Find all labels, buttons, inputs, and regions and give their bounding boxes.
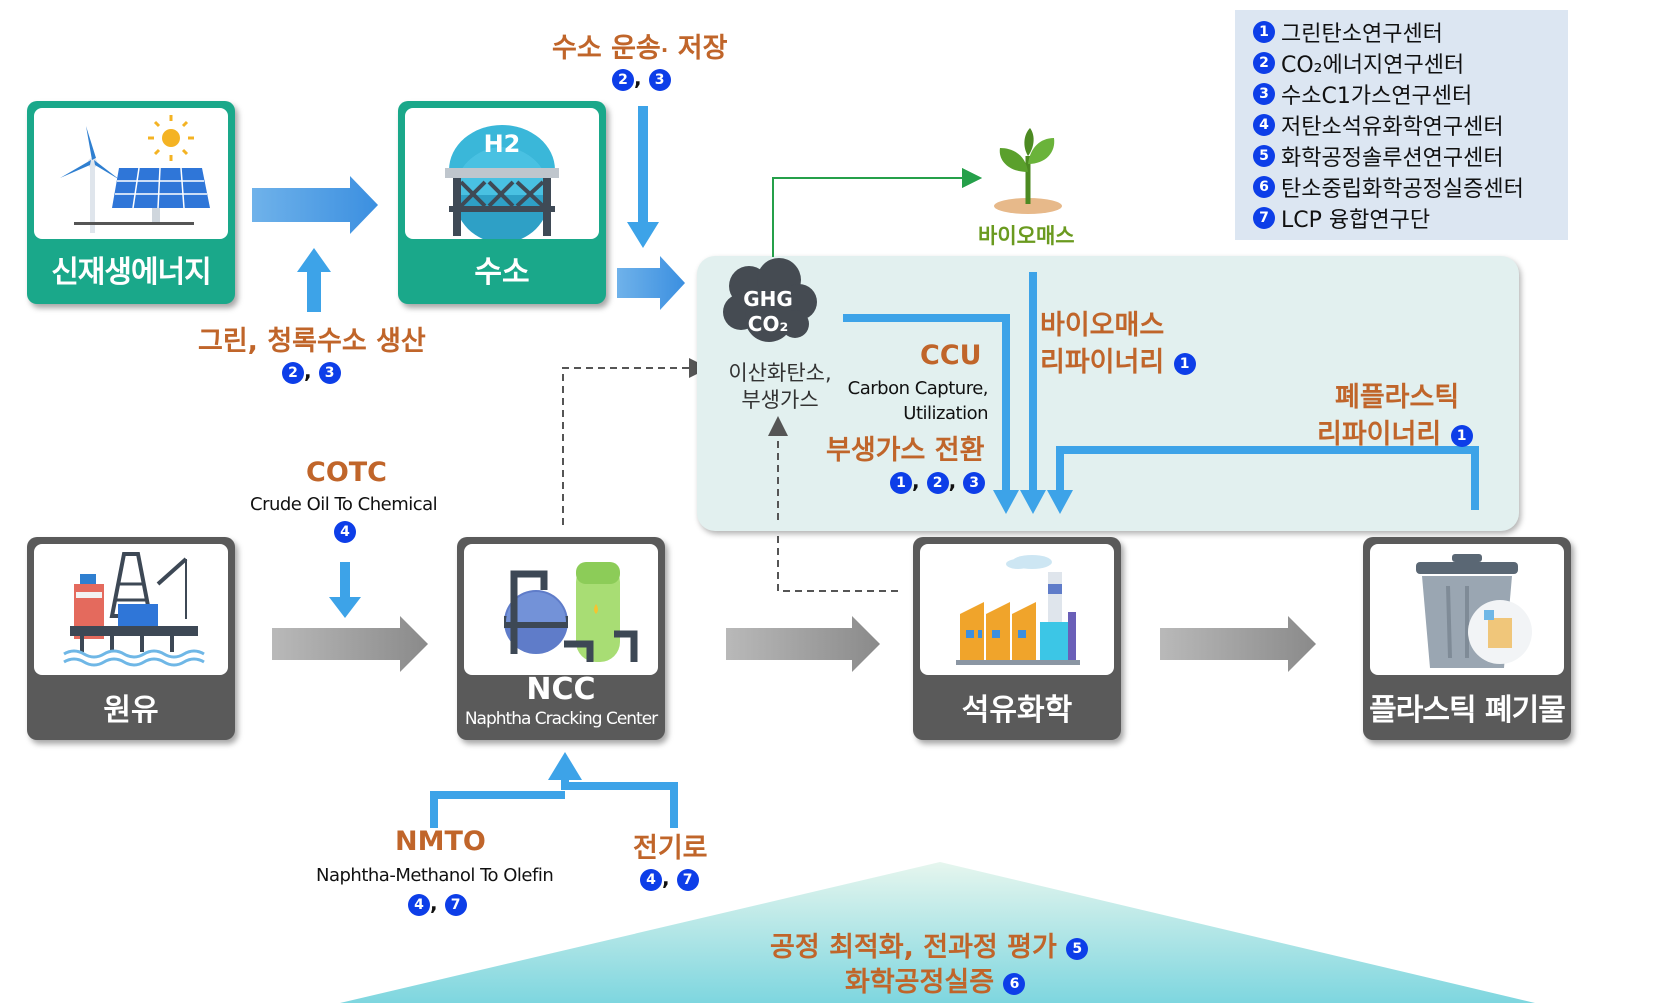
cotc-sublabel: Crude Oil To Chemical <box>250 494 438 515</box>
nmto-badges: 4, 7 <box>408 891 467 916</box>
renewable-energy-box: 신재생에너지 <box>27 101 235 304</box>
dashed-ncc-to-co2 <box>562 358 709 525</box>
green-blue-h2-label: 그린, 청록수소 생산 <box>198 326 426 357</box>
chem-demo-label: 화학공정실증 6 <box>845 960 1026 999</box>
ghg-text: GHG <box>743 287 793 311</box>
renewable-illustration <box>34 108 228 239</box>
petrochemical-label: 석유화학 <box>961 693 1073 728</box>
nmto-label: NMTO <box>395 826 486 857</box>
svg-text:H2: H2 <box>484 130 521 158</box>
ncc-feed-lines <box>430 780 678 828</box>
crude-oil-label: 원유 <box>103 693 159 728</box>
co2-byproduct-label-2: 부생가스 <box>741 388 819 412</box>
co2-text: CO₂ <box>747 312 789 336</box>
biomass-label: 바이오매스 <box>978 224 1075 248</box>
process-optimization-label: 공정 최적화, 전과정 평가 5 <box>770 925 1089 964</box>
h2-transport-storage-label: 수소 운송· 저장 <box>552 33 728 64</box>
ccu-sub-1: Carbon Capture, <box>847 378 989 399</box>
co2-byproduct-label-1: 이산화탄소, <box>728 361 832 385</box>
plastic-waste-box: 플라스틱 폐기물 <box>1363 537 1571 740</box>
arrow-petrochem-to-plastic <box>1160 616 1316 672</box>
biomass-sprout-icon <box>994 128 1062 214</box>
arrow-renewable-to-hydrogen <box>252 176 378 234</box>
nmto-sublabel: Naphtha-Methanol To Olefin <box>316 865 554 886</box>
ncc-label: NCC <box>526 672 596 707</box>
ncc-box: NCC Naphtha Cracking Center <box>457 537 665 740</box>
hydrogen-tank-illustration: H2 <box>405 108 599 239</box>
cracker-illustration <box>464 544 658 675</box>
green-blue-h2-badges: 2, 3 <box>282 359 341 384</box>
renewable-energy-label: 신재생에너지 <box>51 255 212 290</box>
arrow-ncc-to-petrochem <box>726 616 880 672</box>
bio-refinery-label-1: 바이오매스 <box>1040 310 1165 341</box>
byproduct-conversion-label: 부생가스 전환 <box>826 435 985 466</box>
plastic-refinery-label-1: 폐플라스틱 <box>1335 382 1460 413</box>
ncc-sublabel: Naphtha Cracking Center <box>464 709 658 729</box>
electric-furnace-badges: 4, 7 <box>640 866 699 891</box>
ccu-label: CCU <box>920 340 982 371</box>
petrochemical-box: 석유화학 <box>913 537 1121 740</box>
plastic-refinery-label-2: 리파이너리 1 <box>1317 412 1473 451</box>
ghg-cloud-icon <box>723 258 817 342</box>
trash-can-illustration <box>1370 544 1564 675</box>
arrow-crude-to-ncc <box>272 616 428 672</box>
oil-rig-illustration <box>34 544 228 675</box>
arrow-hydrogen-to-ghg <box>617 256 685 310</box>
cotc-badge: 4 <box>334 521 356 543</box>
arrow-h2-production-up <box>297 248 331 312</box>
byproduct-badges: 1, 2, 3 <box>890 469 986 494</box>
arrow-h2-transport-down <box>627 106 659 248</box>
ccu-panel <box>697 256 1519 531</box>
bio-refinery-label-2: 리파이너리 1 <box>1040 340 1196 379</box>
plastic-waste-label: 플라스틱 폐기물 <box>1369 693 1566 728</box>
cotc-label: COTC <box>306 457 387 488</box>
hydrogen-box: H2 수소 <box>398 101 606 304</box>
h2-transport-badges: 2, 3 <box>612 66 671 91</box>
hydrogen-label: 수소 <box>474 255 530 290</box>
factory-illustration <box>920 544 1114 675</box>
ccu-sub-2: Utilization <box>903 403 988 424</box>
electric-furnace-label: 전기로 <box>633 833 708 864</box>
arrow-ncc-feed-up <box>548 752 582 780</box>
crude-oil-box: 원유 <box>27 537 235 740</box>
optimization-triangle <box>340 862 1535 1003</box>
arrow-cotc-down <box>329 562 361 618</box>
